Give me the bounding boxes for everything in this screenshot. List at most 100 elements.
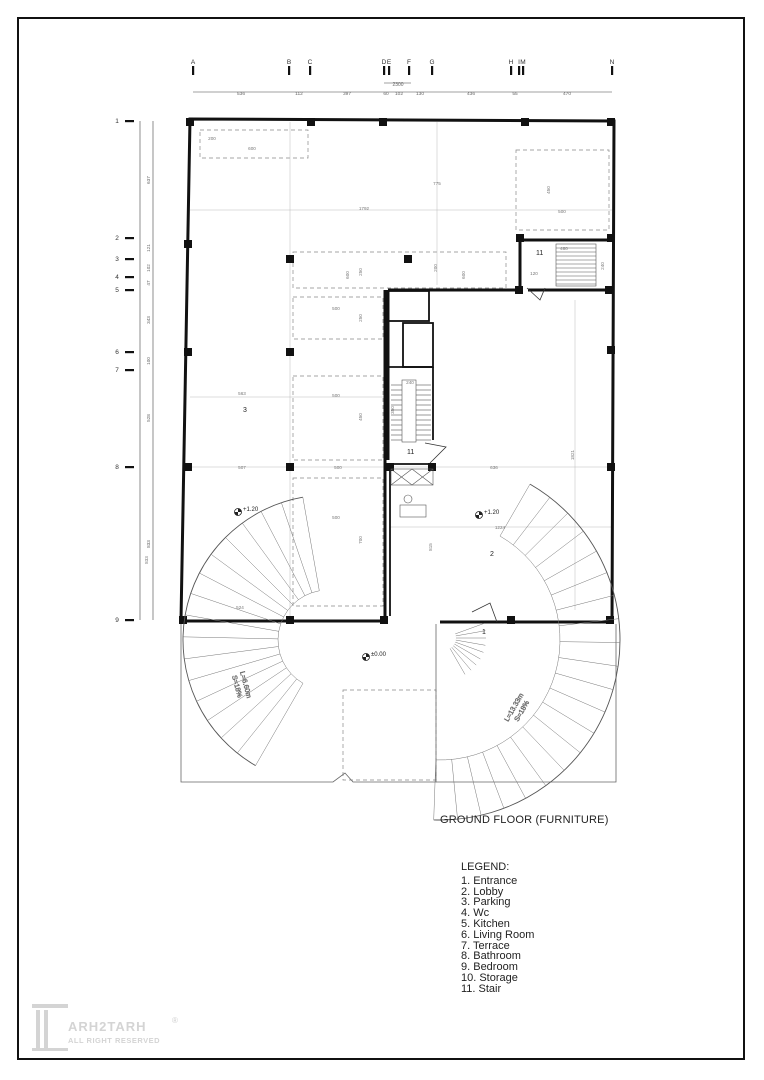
ramp-tread xyxy=(482,752,505,809)
side-dimension-string xyxy=(139,121,154,620)
legend-item: 8. Bathroom xyxy=(461,950,521,963)
column-marker xyxy=(607,346,615,354)
interior-dimension-value: 450 xyxy=(358,413,363,421)
ramp-tread xyxy=(451,759,458,820)
interior-dimension-value: 1821 xyxy=(570,449,575,460)
interior-dimension-value: 500 xyxy=(332,393,340,398)
grid-row-label: 9 xyxy=(115,617,119,624)
column-marker xyxy=(516,234,524,242)
ramp-tread xyxy=(544,550,597,581)
grid-column-marker xyxy=(518,66,521,75)
column-marker xyxy=(186,118,194,126)
ramp-inner-edge xyxy=(435,535,561,761)
grid-column-label: N xyxy=(610,59,615,66)
room-number: 3 xyxy=(243,407,247,414)
dimension-value: 470 xyxy=(563,91,571,97)
entrance-step xyxy=(454,643,481,660)
column-marker xyxy=(286,255,294,263)
dimension-value: 130 xyxy=(416,91,424,97)
level-value: +1.20 xyxy=(243,507,259,513)
grid-column-label: A xyxy=(191,59,196,66)
stair-core-left xyxy=(391,379,431,443)
dimension-value: 536 xyxy=(237,91,245,97)
side-dimension-value: 528 xyxy=(146,414,151,422)
ramp-outer-edge xyxy=(433,483,621,821)
grid-column-label: B xyxy=(287,59,291,66)
ramp-tread xyxy=(542,701,595,734)
ramp-tread xyxy=(524,512,568,556)
column-marker xyxy=(428,463,436,471)
interior-dimension-value: 1224 xyxy=(495,525,506,530)
ramp-tread xyxy=(190,593,281,625)
interior-dimension-value: 600 xyxy=(248,146,256,151)
ramp-tread xyxy=(220,673,292,739)
entrance-step xyxy=(451,647,472,671)
legend-item: 11. Stair xyxy=(461,982,502,995)
grid-column-marker xyxy=(288,66,291,75)
column-marker xyxy=(507,616,515,624)
interior-dimension-value: 500 xyxy=(334,465,342,470)
grid-column-label: H xyxy=(509,59,514,66)
legend-heading: LEGEND: xyxy=(461,861,510,873)
legend-item: 5. Kitchen xyxy=(461,917,510,930)
level-marker-fill xyxy=(234,508,242,516)
level-marker-fill xyxy=(362,653,370,661)
side-dimension-value: 102 xyxy=(146,264,151,272)
grid-column-label: D xyxy=(382,59,387,66)
door-swings xyxy=(424,287,546,623)
interior-dimension-value: 350 xyxy=(390,406,395,414)
watermark-logo: ARH2TARH ALL RIGHT RESERVED ® xyxy=(30,1002,190,1054)
grid-column-label: E xyxy=(387,59,392,66)
terrace-outline xyxy=(180,624,617,783)
ramp-tread xyxy=(210,554,288,611)
grid-row-label: 5 xyxy=(115,287,119,294)
legend-item: 3. Parking xyxy=(461,896,511,909)
side-dimension-value: 47 xyxy=(146,280,151,286)
grid-row-marker xyxy=(125,120,134,123)
watermark-brand: ARH2TARH xyxy=(68,1019,147,1034)
sheet-border xyxy=(17,17,745,1060)
column-marker xyxy=(286,616,294,624)
interior-dimension-value: 600 xyxy=(345,271,350,279)
ramp-tread xyxy=(237,678,297,754)
column-marker xyxy=(286,463,294,471)
grid-column-marker xyxy=(383,66,386,75)
legend-item: 2. Lobby xyxy=(461,885,504,898)
grid-column-marker xyxy=(309,66,312,75)
interior-dimension-value: 120 xyxy=(530,271,538,276)
storage-crosses xyxy=(390,468,434,518)
ramp-tread xyxy=(199,572,284,618)
grid-row-label: 7 xyxy=(115,367,119,374)
ramp-tread xyxy=(535,530,584,568)
grid-row-marker xyxy=(125,619,134,622)
grid-column-marker xyxy=(522,66,525,75)
ramp-tread xyxy=(522,726,565,771)
column-marker xyxy=(607,118,615,126)
column-marker xyxy=(184,240,192,248)
grid-column-label: F xyxy=(407,59,411,66)
grid-row-marker xyxy=(125,466,134,469)
grid-row-label: 8 xyxy=(115,464,119,471)
grid-column-label: M xyxy=(520,59,525,66)
side-dimension-value: 343 xyxy=(146,316,151,324)
ramp-tread xyxy=(196,660,283,702)
ramp-tread xyxy=(242,522,299,600)
dimension-value: 102 xyxy=(395,91,403,97)
level-value: +1.20 xyxy=(484,510,500,516)
column-marker xyxy=(179,616,187,624)
stair-core-right xyxy=(555,243,597,287)
room-number: 2 xyxy=(490,551,494,558)
ramp-tread xyxy=(513,497,551,546)
level-marker-fill xyxy=(475,511,483,519)
registered-icon: ® xyxy=(172,1016,178,1025)
stair-landing xyxy=(401,379,417,443)
ramp-tread xyxy=(496,745,526,799)
grid-row-label: 2 xyxy=(115,235,119,242)
room-number: 11 xyxy=(536,250,543,257)
interior-dimension-value: 563 xyxy=(238,391,246,396)
legend-item: 10. Storage xyxy=(461,971,518,984)
grid-column-marker xyxy=(408,66,411,75)
